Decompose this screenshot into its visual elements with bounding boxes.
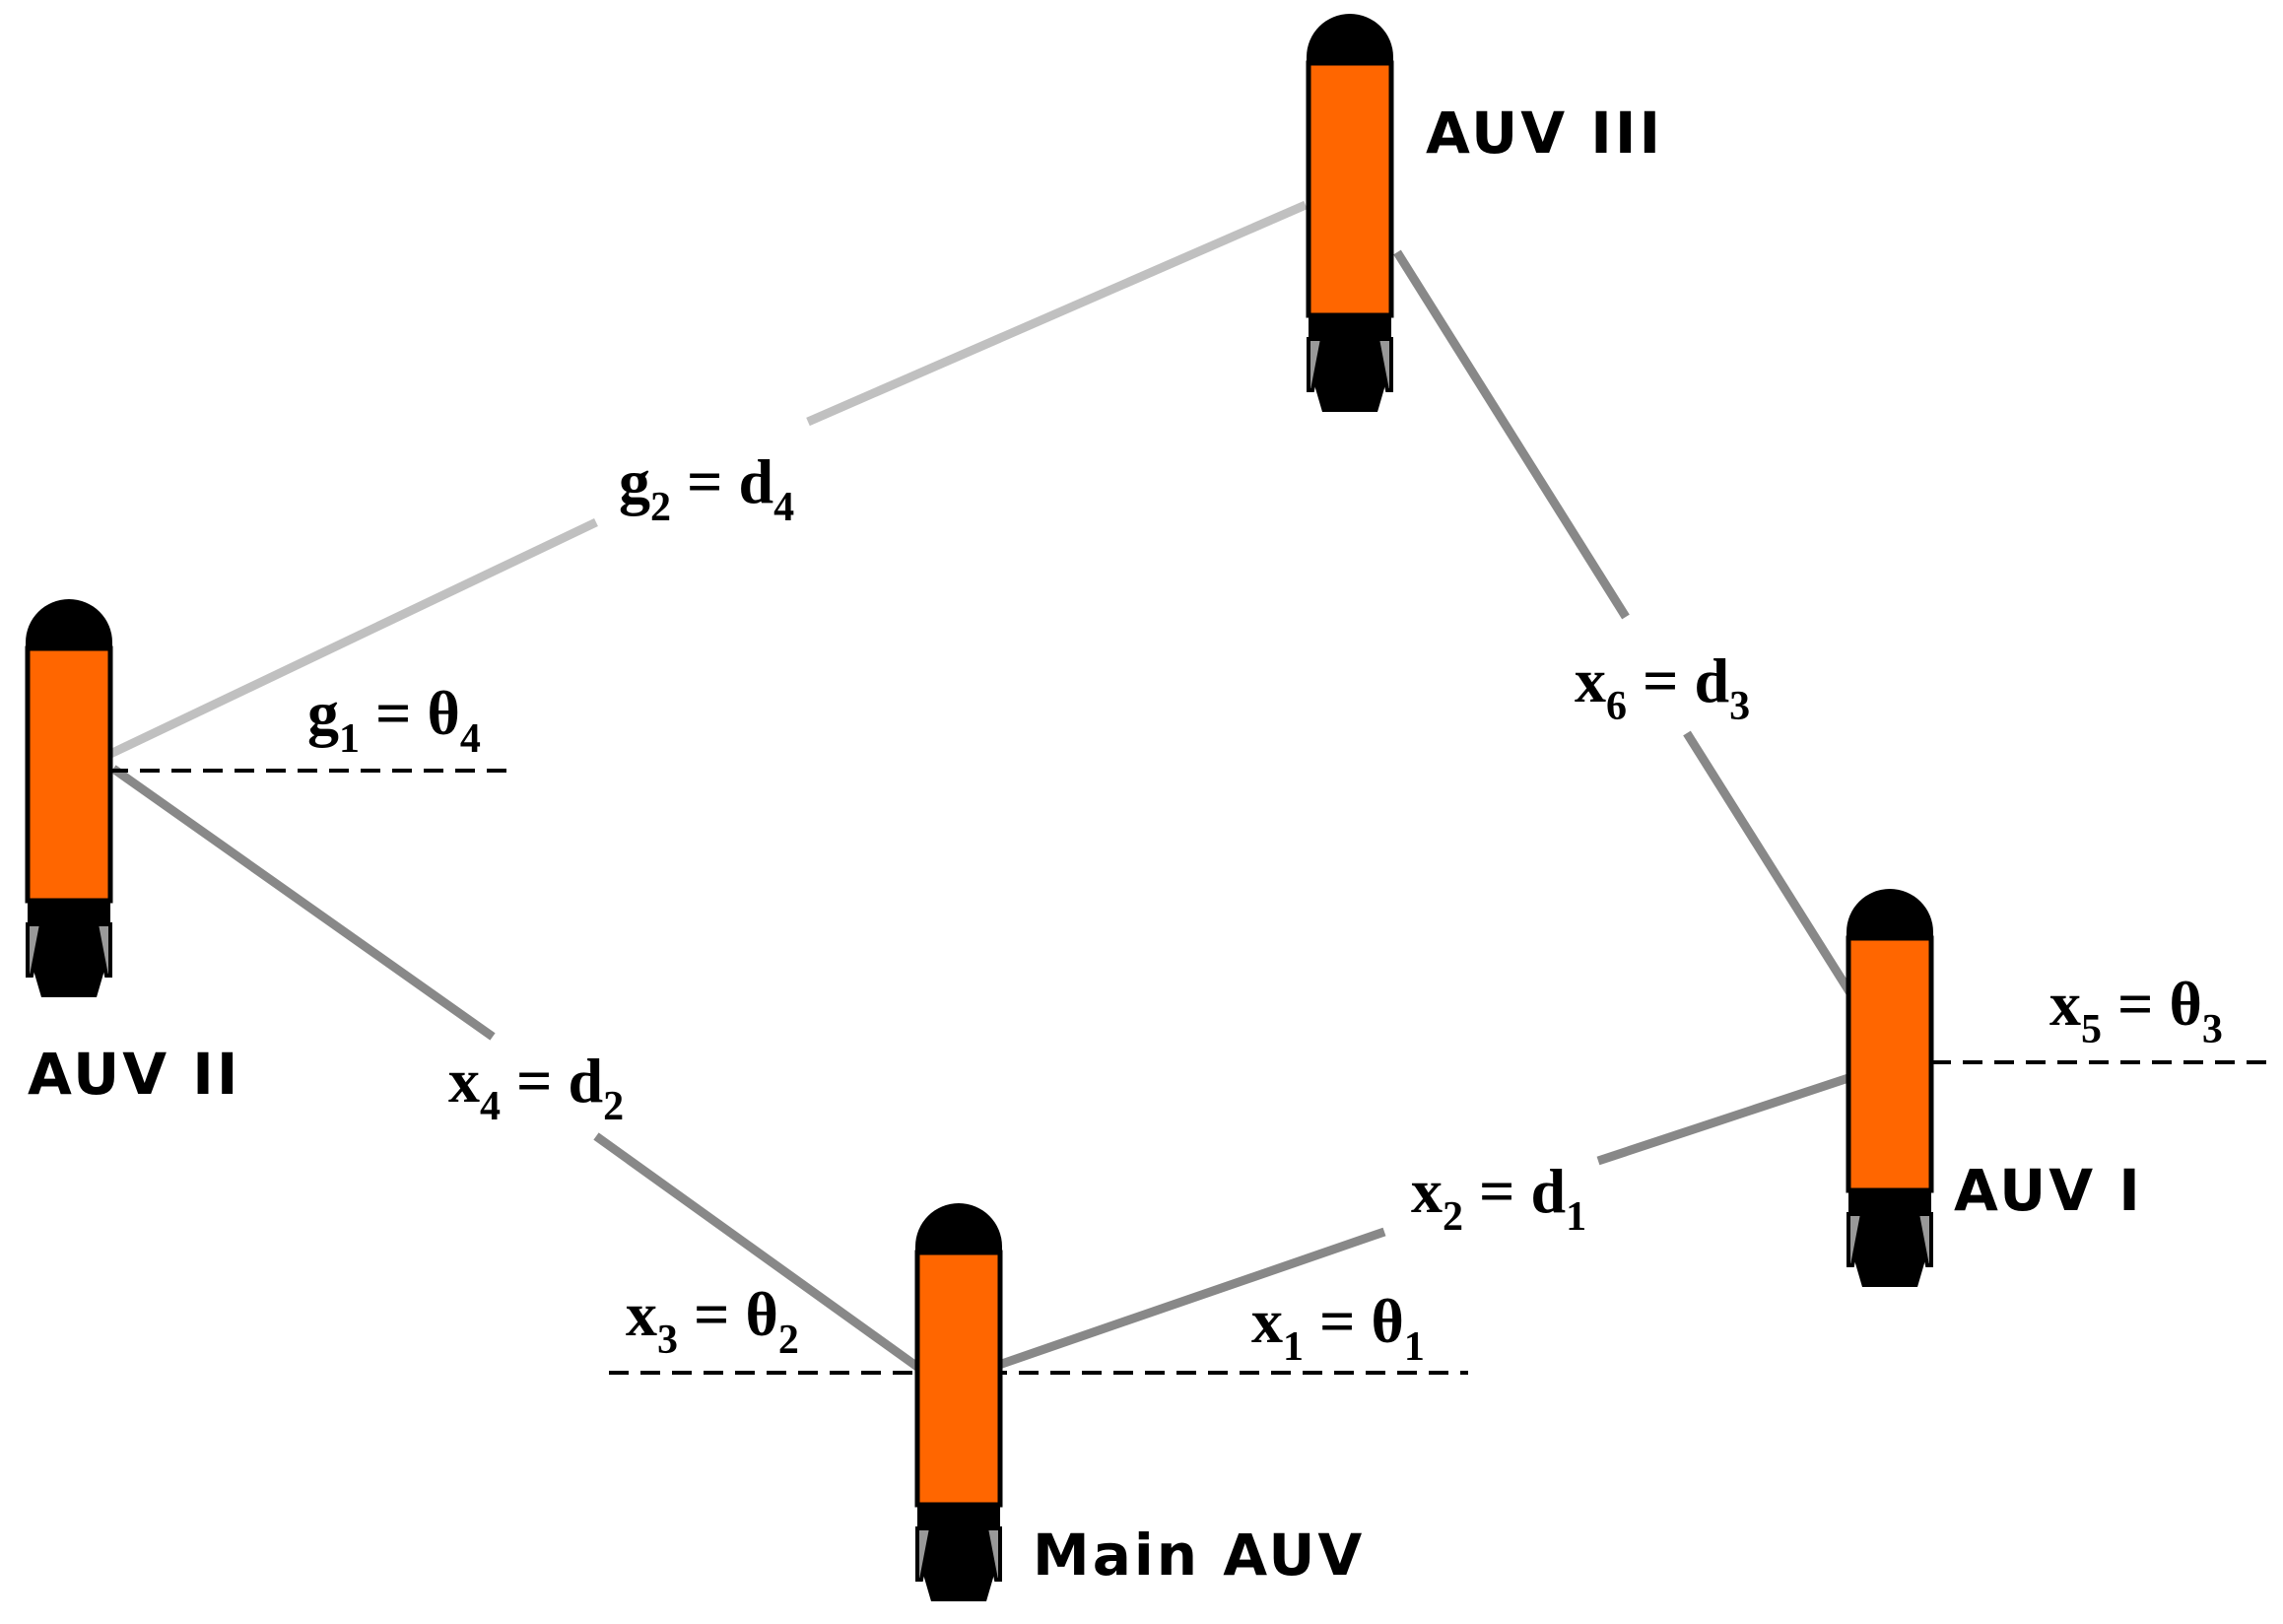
link-auv2-auv3-a (106, 517, 598, 760)
equation-x6: x6 = d3 (1575, 645, 1750, 729)
link-auv3-auv1-a (1393, 249, 1630, 620)
link-auv2-main-b (593, 1132, 927, 1376)
equation-x5: x5 = θ3 (2049, 969, 2223, 1052)
main-auv-vehicle (915, 1203, 1002, 1601)
auv1-vehicle (1847, 889, 1933, 1287)
link-main-auv1-a (988, 1227, 1386, 1373)
auv3-label: AUV III (1426, 100, 1663, 167)
links (106, 200, 1856, 1376)
auv2-vehicle (26, 599, 112, 997)
link-auv3-auv1-b (1683, 730, 1854, 996)
equation-x4: x4 = d2 (448, 1046, 624, 1129)
auv3-vehicle (1307, 14, 1393, 412)
equation-x2: x2 = d1 (1411, 1156, 1586, 1240)
auv2-label: AUV II (28, 1041, 240, 1108)
link-auv2-auv3-b (806, 200, 1308, 427)
main-auv-label: Main AUV (1033, 1522, 1365, 1589)
equation-g1: g1 = θ4 (307, 678, 481, 762)
equation-x3: x3 = θ2 (626, 1279, 799, 1363)
link-auv2-main-a (110, 765, 496, 1041)
reference-lines (108, 769, 2276, 1375)
auv1-label: AUV I (1954, 1157, 2143, 1224)
equation-x1: x1 = θ1 (1251, 1286, 1425, 1370)
equation-g2: g2 = d4 (619, 446, 794, 530)
link-main-auv1-b (1596, 1071, 1856, 1166)
